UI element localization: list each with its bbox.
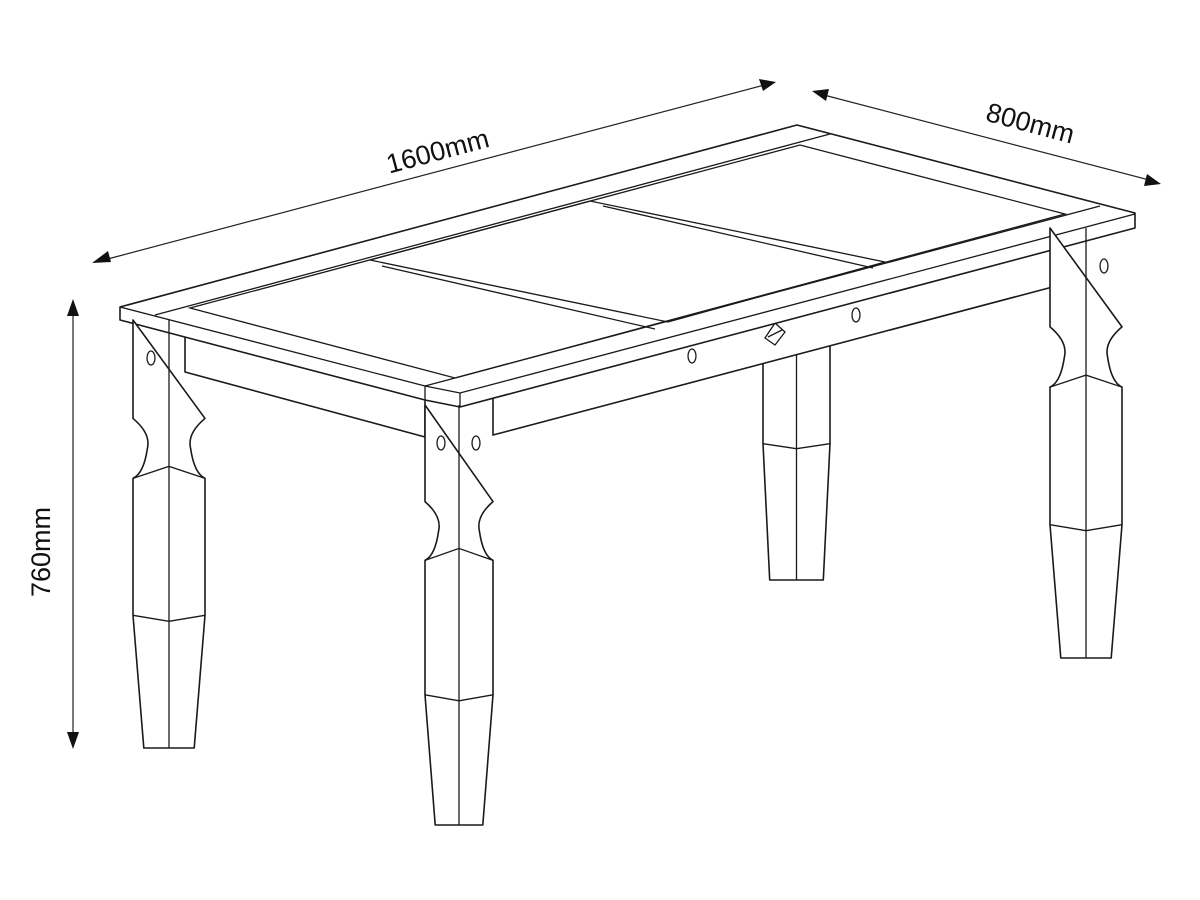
table-top bbox=[119, 124, 1136, 408]
arrow-head-icon bbox=[1144, 174, 1161, 186]
hole-icon bbox=[471, 435, 481, 451]
logo-stamp-icon bbox=[764, 322, 786, 346]
top-outline bbox=[119, 124, 1136, 408]
width-label: 800mm bbox=[983, 97, 1078, 149]
table-leg bbox=[424, 404, 494, 826]
height-label: 760mm bbox=[26, 507, 56, 597]
table-leg bbox=[1049, 227, 1123, 659]
table-leg bbox=[762, 344, 831, 581]
hole-icon bbox=[687, 348, 697, 364]
arrow-head-icon bbox=[67, 732, 79, 749]
hole-icon bbox=[146, 350, 156, 366]
arrow-head-icon bbox=[812, 89, 829, 101]
hole-icon bbox=[436, 435, 446, 451]
table-leg bbox=[132, 319, 206, 749]
back-legs bbox=[762, 344, 831, 581]
arrow-head-icon bbox=[67, 299, 79, 316]
hole-icon bbox=[1099, 258, 1109, 274]
top-middle-panel bbox=[369, 200, 886, 323]
arrow-head-icon bbox=[759, 79, 776, 91]
front-legs bbox=[132, 227, 1123, 826]
height-dimension: 760mm bbox=[26, 299, 79, 749]
top-panel-border bbox=[187, 144, 1068, 379]
arrow-head-icon bbox=[92, 251, 111, 263]
hole-icon bbox=[851, 307, 861, 323]
